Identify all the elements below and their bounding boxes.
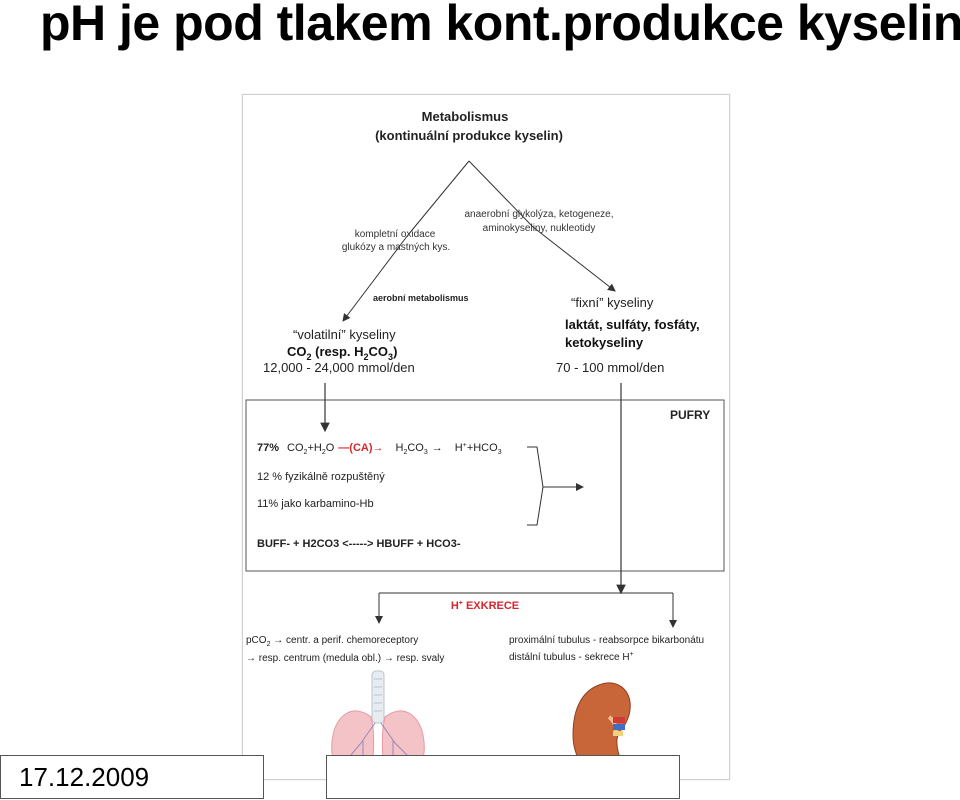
buffer-equation: BUFF- + H2CO3 <-----> HBUFF + HCO3- bbox=[257, 538, 461, 550]
glucose-fatty-acids-label: glukózy a mastných kys. bbox=[342, 242, 450, 253]
aerobic-metabolism-label: aerobní metabolismus bbox=[373, 293, 469, 303]
footer-center-box bbox=[326, 755, 680, 799]
volatile-acids-formula: CO2 (resp. H2CO3) bbox=[287, 344, 397, 362]
buffers-title: PUFRY bbox=[670, 408, 710, 422]
branch-line-right bbox=[468, 160, 534, 228]
amino-nucleotides-label: aminokyseliny, nukleotidy bbox=[483, 223, 596, 234]
buffer-row-dissolved: 12 % fyzikálně rozpuštěný bbox=[257, 471, 385, 483]
metabolism-subtitle: (kontinuální produkce kyselin) bbox=[375, 128, 563, 143]
kidney-illustration bbox=[572, 682, 631, 778]
fixed-acids-list-1: laktát, sulfáty, fosfáty, bbox=[565, 317, 700, 332]
metabolism-title: Metabolismus bbox=[422, 109, 509, 124]
anaerobic-label: anaerobní glykolýza, ketogeneze, bbox=[465, 209, 614, 220]
slide-title: pH je pod tlakem kont.produkce kyselin bbox=[40, 0, 960, 51]
footer-date-box: 17.12.2009 bbox=[0, 755, 264, 799]
buffer-row-carbamino: 11% jako karbamino-Hb bbox=[257, 498, 374, 510]
buffers-box bbox=[245, 399, 725, 572]
buffer-row-carbonic: 77%CO2+H2O—(CA)→H2CO3→H++HCO3 bbox=[257, 442, 502, 456]
excretion-title: H+ EXKRECE bbox=[451, 600, 519, 612]
kidney-pathway-line-1: proximální tubulus - reabsorpce bikarbon… bbox=[509, 635, 704, 646]
fixed-acids-name: “fixní” kyseliny bbox=[571, 295, 654, 310]
volatile-acids-amount: 12,000 - 24,000 mmol/den bbox=[263, 360, 415, 375]
lung-pathway-line-2: → resp. centrum (medula obl.) → resp. sv… bbox=[246, 653, 444, 664]
lung-pathway-line-1: pCO2 → centr. a perif. chemoreceptory bbox=[246, 635, 418, 648]
slide-date: 17.12.2009 bbox=[19, 762, 150, 792]
buffer-bracket bbox=[527, 446, 544, 526]
branch-line-left bbox=[407, 160, 470, 236]
fixed-acids-list-2: ketokyseliny bbox=[565, 335, 644, 350]
kidney-pathway-line-2: distální tubulus - sekrece H+ bbox=[509, 651, 634, 663]
acid-base-diagram: Metabolismus (kontinuální produkce kysel… bbox=[242, 94, 730, 780]
fixed-acids-amount: 70 - 100 mmol/den bbox=[556, 360, 664, 375]
diagram-canvas: Metabolismus (kontinuální produkce kysel… bbox=[245, 109, 725, 780]
arrow-to-volatile bbox=[342, 234, 409, 322]
arrow-to-fixed bbox=[532, 226, 616, 292]
volatile-acids-name: “volatilní” kyseliny bbox=[293, 327, 396, 342]
complete-oxidation-label: kompletní oxidace bbox=[355, 229, 436, 240]
